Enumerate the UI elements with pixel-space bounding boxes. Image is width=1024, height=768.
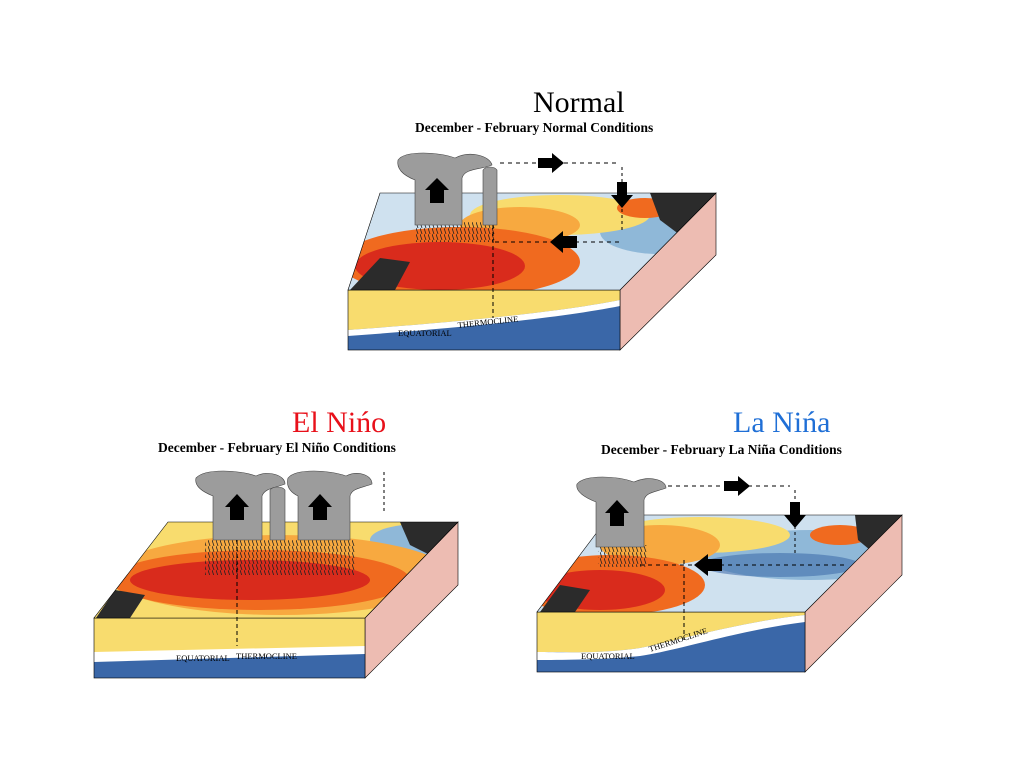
- elnino-small-cloud: [269, 486, 286, 541]
- lanina-thermocline-label-1: EQUATORIAL: [581, 651, 635, 661]
- elnino-up-arrow-west: [225, 494, 249, 520]
- normal-title: Normal: [533, 86, 625, 119]
- elnino-thermocline-label-1: EQUATORIAL: [176, 653, 230, 663]
- elnino-front-face: EQUATORIAL THERMOCLINE: [93, 617, 366, 679]
- lanina-title: La Nińa: [733, 406, 831, 439]
- lanina-surface-arrow: [694, 554, 722, 576]
- lanina-down-arrow: [784, 502, 806, 528]
- normal-upper-arrow: [538, 153, 564, 173]
- normal-up-arrow: [425, 178, 449, 203]
- lanina-upper-arrow: [724, 476, 750, 496]
- elnino-top-face: [94, 522, 458, 618]
- elnino-subtitle: December - February El Niño Conditions: [158, 440, 396, 455]
- elnino-up-arrow-east: [308, 494, 332, 520]
- lanina-subtitle: December - February La Niña Conditions: [601, 442, 842, 457]
- lanina-up-arrow: [605, 500, 629, 526]
- normal-down-arrow: [611, 182, 633, 208]
- elnino-title: El Nińo: [292, 406, 387, 439]
- normal-small-cloud: [482, 166, 498, 226]
- normal-top-face: [348, 193, 716, 290]
- elnino-thermocline-label-2: THERMOCLINE: [236, 651, 297, 661]
- normal-subtitle: December - February Normal Conditions: [415, 120, 654, 135]
- normal-front-face: EQUATORIAL THERMOCLINE: [347, 289, 621, 351]
- lanina-front-face: EQUATORIAL THERMOCLINE: [536, 611, 806, 673]
- normal-thermocline-label-1: EQUATORIAL: [398, 328, 452, 338]
- normal-surface-arrow: [550, 231, 577, 253]
